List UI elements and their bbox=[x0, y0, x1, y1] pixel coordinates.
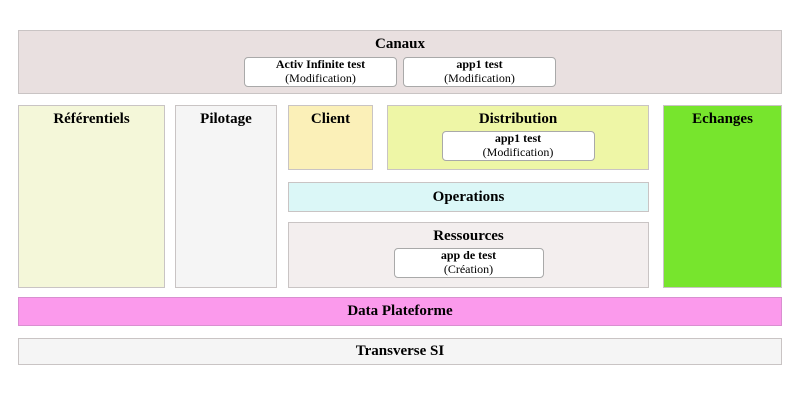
zone-data-plateforme: Data Plateforme bbox=[18, 297, 782, 326]
app-card-name: app1 test bbox=[494, 130, 542, 145]
distribution-cards-row: app1 test (Modification) bbox=[388, 130, 648, 161]
app-card-activ-infinite-test[interactable]: Activ Infinite test (Modification) bbox=[244, 56, 397, 87]
zone-data-plateforme-title: Data Plateforme bbox=[347, 303, 453, 320]
app-card-status: (Modification) bbox=[482, 144, 554, 159]
zone-transverse-si-title: Transverse SI bbox=[355, 343, 445, 360]
app-card-name: app de test bbox=[440, 247, 497, 262]
zone-distribution: Distribution app1 test (Modification) bbox=[387, 105, 649, 170]
canaux-cards-row: Activ Infinite test (Modification) app1 … bbox=[19, 56, 781, 87]
zone-distribution-title: Distribution bbox=[478, 111, 558, 127]
zone-pilotage-title: Pilotage bbox=[200, 111, 252, 127]
ressources-cards-row: app de test (Création) bbox=[289, 247, 648, 278]
zone-echanges: Echanges bbox=[663, 105, 782, 288]
zone-pilotage: Pilotage bbox=[175, 105, 277, 288]
app-card-status: (Modification) bbox=[444, 70, 515, 85]
app-card-status: (Création) bbox=[443, 261, 494, 276]
zone-client-title: Client bbox=[310, 111, 351, 127]
zone-echanges-title: Echanges bbox=[692, 111, 753, 127]
app-card-app-de-test[interactable]: app de test (Création) bbox=[393, 247, 544, 278]
app-card-name: Activ Infinite test bbox=[275, 56, 366, 71]
app-card-status: (Modification) bbox=[285, 70, 356, 85]
zone-canaux-title: Canaux bbox=[374, 36, 426, 52]
zone-operations-title: Operations bbox=[432, 188, 505, 205]
zone-ressources-title: Ressources bbox=[433, 228, 504, 244]
zone-operations: Operations bbox=[288, 182, 649, 212]
zone-referentiels: Référentiels bbox=[18, 105, 165, 288]
zone-transverse-si: Transverse SI bbox=[18, 338, 782, 365]
zone-client: Client bbox=[288, 105, 373, 170]
app-card-name: app1 test bbox=[456, 56, 503, 71]
zone-ressources: Ressources app de test (Création) bbox=[288, 222, 649, 288]
app-card-app1-test-distribution[interactable]: app1 test (Modification) bbox=[441, 130, 595, 161]
app-card-app1-test-canaux[interactable]: app1 test (Modification) bbox=[403, 56, 556, 87]
zone-referentiels-title: Référentiels bbox=[53, 111, 130, 127]
zone-canaux: Canaux Activ Infinite test (Modification… bbox=[18, 30, 782, 94]
